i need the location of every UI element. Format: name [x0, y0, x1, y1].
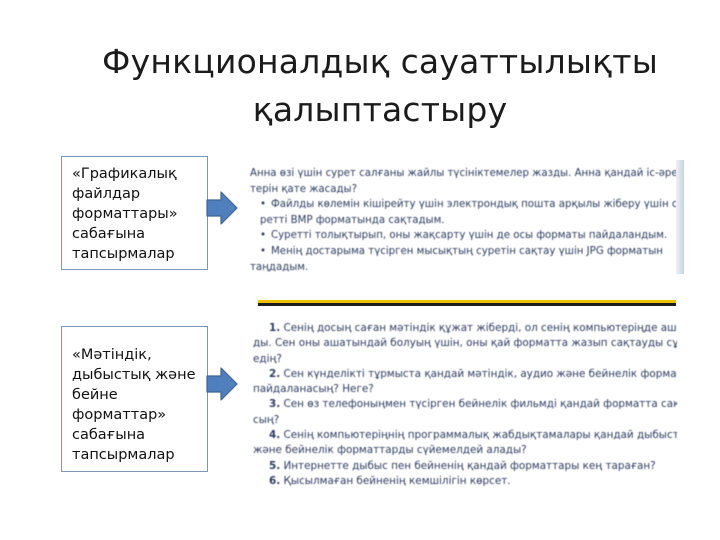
excerpt-bullet-1-cont: ретті BMP форматында сақтадым. [260, 214, 445, 226]
excerpt-bullet-3: Менің достарыма түсірген мысықтың суреті… [250, 244, 678, 260]
question-4: 4. Сенің компьютеріңнің программалық жаб… [253, 428, 677, 443]
question-2: 2. Сен күнделікті тұрмыста қандай мәтінд… [253, 367, 677, 382]
excerpt-bullet-1: Файлды көлемін кішірейту үшін электронды… [250, 197, 678, 213]
right-arrow-icon [206, 367, 238, 401]
excerpt-divider-dark [258, 303, 676, 306]
question-text: Сен өз телефоныңмен түсірген бейнелік фи… [280, 398, 677, 411]
question-number: 6. [269, 474, 281, 487]
lesson-label-graphic-formats: «Графикалық файлдар форматтары» сабағына… [61, 156, 208, 270]
lesson-label-text-audio-video-formats: «Мәтіндік, дыбыстық және бейне форматтар… [61, 326, 208, 472]
question-2-cont: пайдаланасың? Неге? [253, 383, 374, 396]
excerpt-divider-yellow [258, 300, 676, 303]
excerpt-bullet-2: Суретті толықтырып, оны жақсарту үшін де… [250, 228, 678, 244]
question-3-cont: сың? [253, 413, 280, 426]
question-number: 1. [269, 322, 281, 334]
question-6: 6. Қысылмаған бейненің кемшілігін көрсет… [253, 474, 677, 489]
question-number: 5. [269, 459, 281, 472]
excerpt-bullet-3-cont: таңдадым. [250, 261, 309, 273]
slide-title-line-2: қалыптастыру [252, 90, 508, 129]
slide-title-line-1: Функционалдық сауаттылықты [102, 42, 658, 81]
question-5: 5. Интернетте дыбыс пен бейненің қандай … [253, 459, 677, 474]
right-arrow-icon [206, 191, 238, 225]
question-number: 4. [269, 429, 281, 442]
question-1: 1. Сенің досың саған мәтіндік құжат жібе… [253, 321, 677, 336]
slide-title: Функционалдық сауаттылықты қалыптастыру [60, 38, 700, 134]
question-number: 3. [269, 398, 281, 411]
question-1-cont-2: едің? [253, 352, 282, 365]
excerpt-intro: Анна өзі үшін сурет салғаны жайлы түсіні… [250, 168, 678, 179]
question-text: Қысылмаған бейненің кемшілігін көрсет. [280, 474, 511, 487]
question-text: Сен күнделікті тұрмыста қандай мәтіндік,… [280, 367, 677, 380]
textbook-excerpt-graphic-formats: Анна өзі үшін сурет салғаны жайлы түсіні… [250, 166, 678, 275]
excerpt-page-edge [676, 160, 684, 274]
textbook-excerpt-questions: 1. Сенің досың саған мәтіндік құжат жібе… [253, 321, 677, 489]
question-1-cont: ды. Сен оны ашатындай болуың үшін, оны қ… [253, 337, 677, 350]
question-text: Интернетте дыбыс пен бейненің қандай фор… [280, 459, 656, 472]
question-number: 2. [269, 367, 281, 380]
question-3: 3. Сен өз телефоныңмен түсірген бейнелік… [253, 397, 677, 412]
excerpt-intro-cont: терін қате жасады? [250, 183, 357, 195]
question-text: Сенің досың саған мәтіндік құжат жіберді… [280, 322, 677, 334]
question-4-cont: және бейнелік форматтарды сүйемелдей ала… [253, 444, 527, 457]
question-text: Сенің компьютеріңнің программалық жабдық… [280, 429, 677, 442]
